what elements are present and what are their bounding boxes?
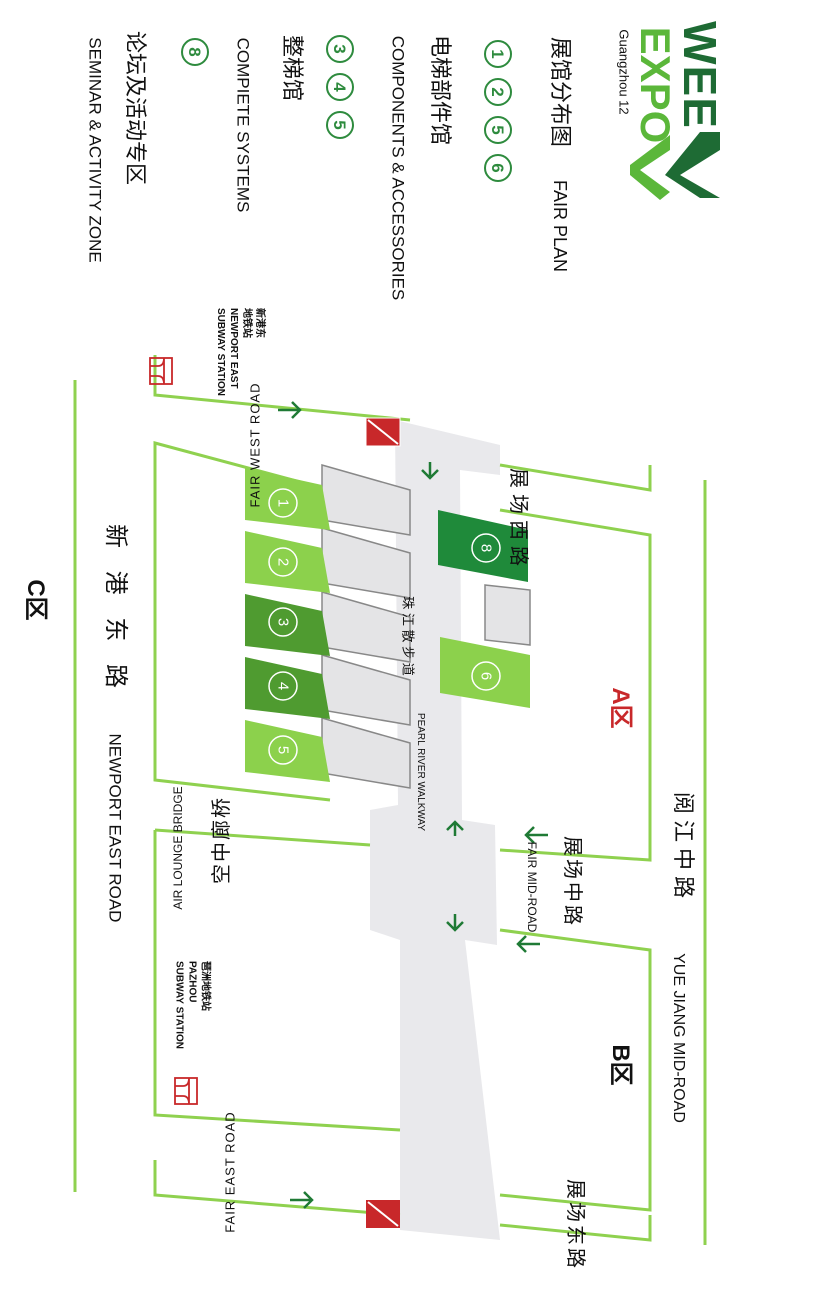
legend-complete-en: COMPIETE SYSTEMS: [233, 37, 253, 213]
svg-text:4: 4: [275, 682, 292, 690]
subway-east-en2: SUBWAY STATION: [173, 961, 185, 1049]
fair-east-road-en: FAIR EAST ROAD: [222, 1111, 238, 1233]
fair-west-road-en: FAIR WEST ROAD: [247, 382, 263, 508]
logo-wee: WEE: [674, 21, 726, 129]
legend-seminar-halls: 8: [181, 38, 209, 66]
hall-4[interactable]: 4: [245, 657, 330, 719]
svg-text:6: 6: [478, 672, 495, 680]
zone-c-label: C区: [22, 579, 49, 621]
subway-east-label: 琶洲地铁站 PAZHOU SUBWAY STATION: [173, 961, 212, 1049]
logo-subtitle: Guangzhou 12: [616, 29, 632, 115]
hall-badge: 8: [181, 38, 209, 66]
svg-text:2: 2: [275, 558, 292, 566]
direction-arrows: [278, 401, 548, 1209]
subway-west-en1: NEWPORT EAST: [228, 308, 239, 389]
logo-expo: EXPO: [632, 26, 679, 144]
svg-text:3: 3: [275, 618, 292, 626]
svg-text:8: 8: [478, 544, 495, 552]
wee-expo-logo-mark: [630, 132, 720, 200]
hall-badge: 5: [484, 116, 512, 144]
newport-road-en: NEWPORT EAST ROAD: [105, 733, 125, 923]
walkway-cn: 珠 江 散 步 道: [400, 596, 416, 676]
yuejiang-road-en: YUE JIANG MID-ROAD: [670, 953, 687, 1123]
air-bridge-cn: 空中廊桥: [211, 796, 233, 884]
yuejiang-road-cn: 阅 江 中 路: [671, 791, 696, 899]
hall-badge: 4: [326, 73, 354, 101]
legend-seminar-cn: 论坛及活动专区: [123, 30, 148, 186]
legend-title-cn: 展馆分布图: [548, 36, 573, 148]
air-bridge-en: AIR LOUNGE BRIDGE: [171, 786, 185, 910]
legend-components-cn: 电梯部件馆: [428, 34, 453, 146]
hall-1[interactable]: 1: [245, 468, 330, 530]
legend-complete-cn: 整梯馆: [280, 34, 305, 102]
walkway-en: PEARL RIVER WALKWAY: [415, 712, 426, 832]
hall-6[interactable]: 6: [440, 637, 530, 708]
subway-east-cn: 琶洲地铁站: [199, 961, 211, 1012]
zone-a-label: A区: [607, 687, 634, 729]
hall-grey-blocks: [321, 464, 531, 789]
newport-road-cn: 新 港 东 路: [102, 523, 129, 697]
hall-badge: 2: [484, 78, 512, 106]
fair-mid-road-cn: 展场中路: [561, 836, 583, 928]
hall-badge: 6: [484, 154, 512, 182]
fair-east-road-cn: 展场东路: [564, 1179, 586, 1271]
fair-west-road-cn: 展场西路: [507, 468, 529, 572]
subway-icon-east: [174, 1077, 198, 1105]
legend-components-halls: 1 2 5 6: [484, 40, 512, 192]
svg-text:5: 5: [275, 746, 292, 754]
hall-2[interactable]: 2: [245, 531, 330, 593]
hall-badge: 1: [484, 40, 512, 68]
legend-title-en: FAIR PLAN: [550, 179, 570, 273]
hall-badge: 3: [326, 35, 354, 63]
hall-3[interactable]: 3: [245, 594, 330, 656]
escalator-icon-east: [366, 1200, 400, 1228]
legend-components-en: COMPONENTS & ACCESSORIES: [388, 35, 408, 301]
subway-west-en2: SUBWAY STATION: [215, 308, 226, 396]
zone-b-label: B区: [607, 1044, 634, 1086]
escalator-icon-west: [365, 417, 401, 447]
hall-8[interactable]: 8: [438, 510, 528, 582]
hall-5[interactable]: 5: [245, 720, 330, 782]
fair-mid-road-en: FAIR MID-ROAD: [525, 841, 539, 933]
subway-icon-west: [149, 357, 173, 385]
legend-seminar-en: SEMINAR & ACTIVITY ZONE: [85, 37, 105, 263]
subway-east-en1: PAZHOU: [186, 961, 198, 1003]
hall-1-number: 1: [275, 499, 292, 507]
road-lines: [73, 355, 707, 1245]
legend-complete-halls: 3 4 5: [326, 35, 354, 149]
hall-badge: 5: [326, 111, 354, 139]
